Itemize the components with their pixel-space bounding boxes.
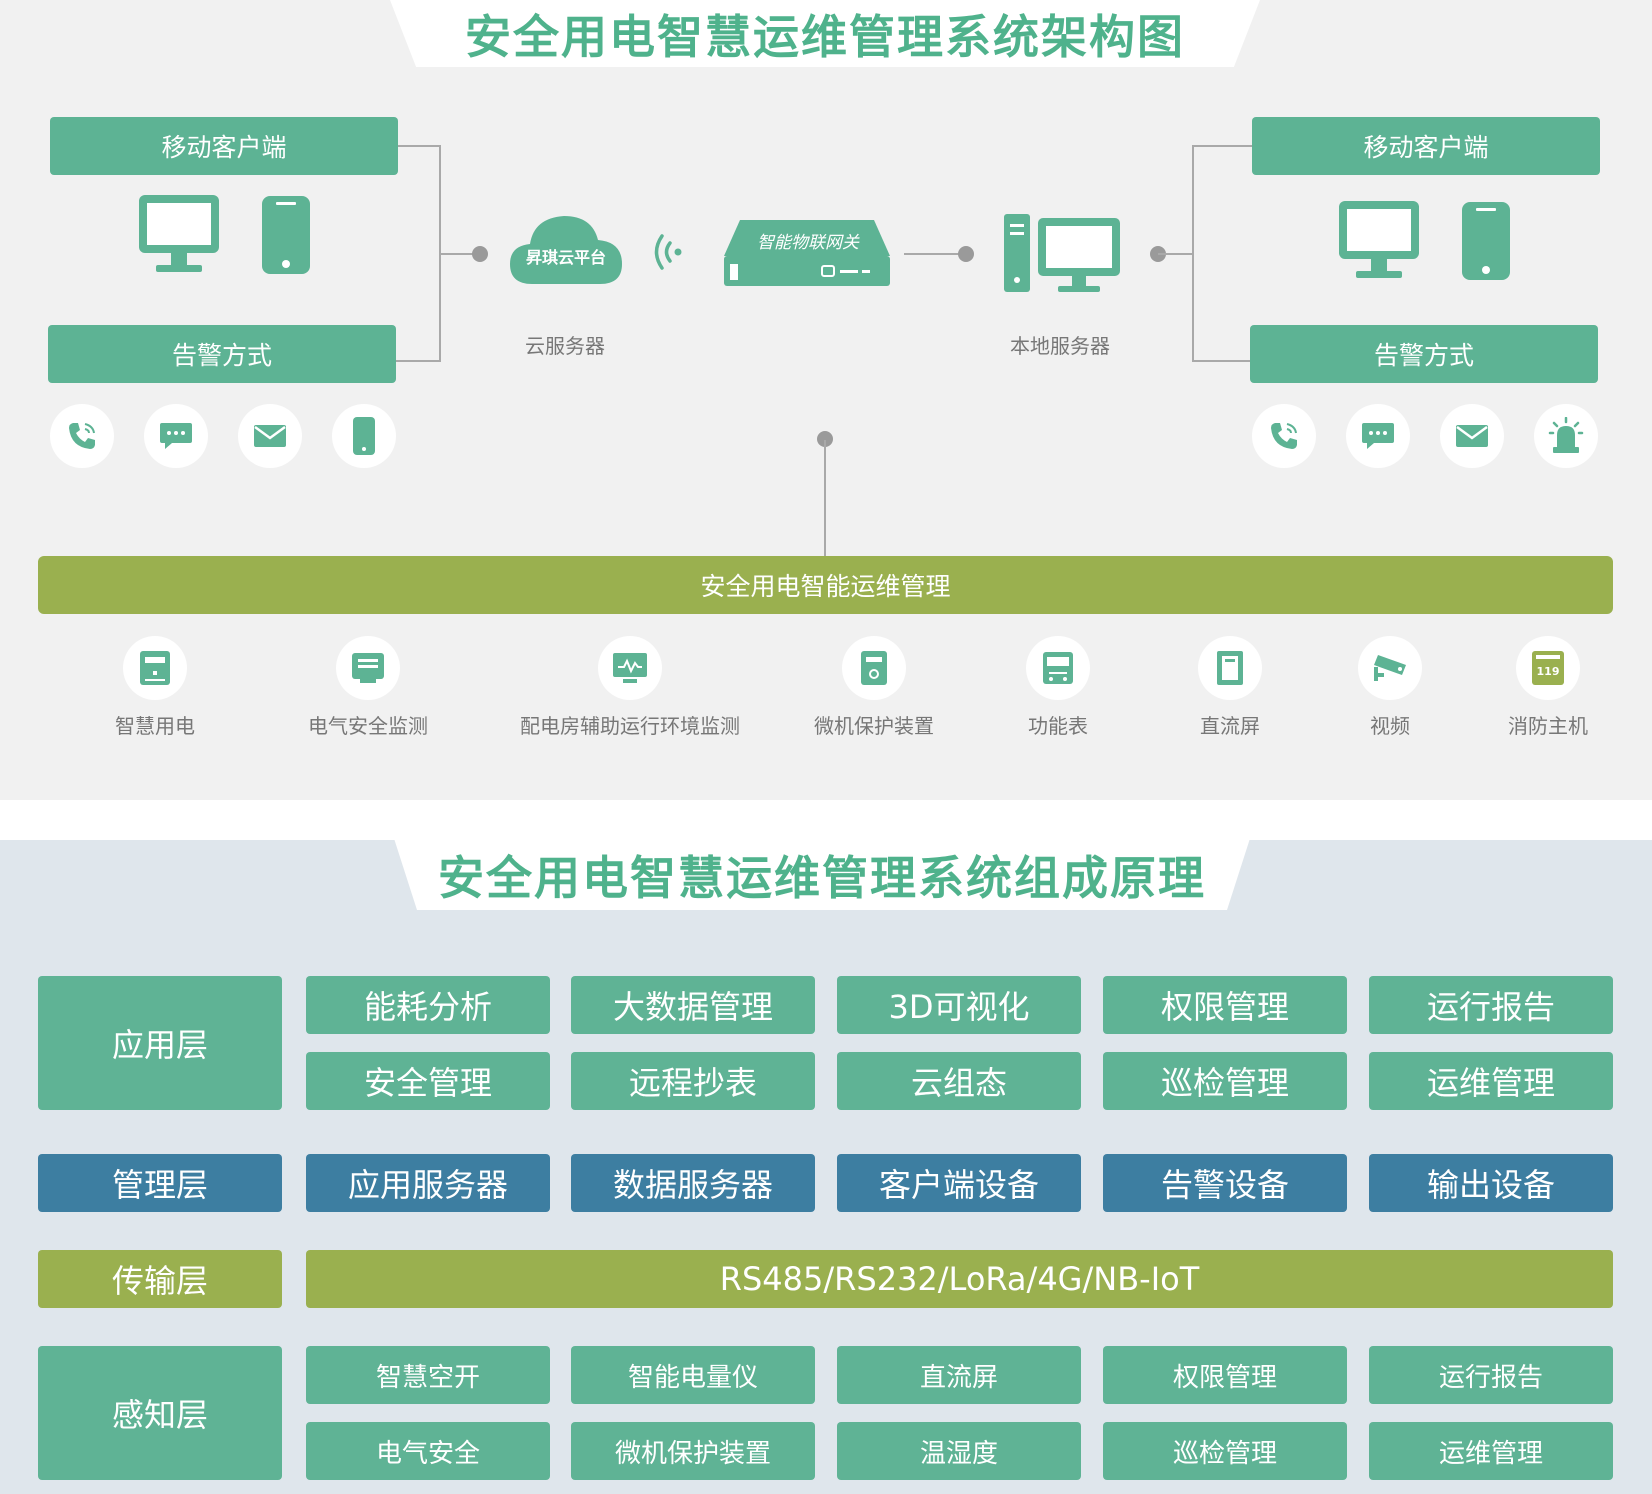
layer-cell: 智能电量仪: [571, 1346, 815, 1404]
device-label: 直流屏: [1200, 714, 1260, 738]
device-label: 智慧用电: [115, 714, 195, 738]
device-environment-monitor: 配电房辅助运行环境监测: [490, 636, 770, 739]
connector-line: [1192, 145, 1252, 147]
fire-host-icon: 119: [1516, 636, 1580, 700]
sms-icon: [144, 404, 208, 468]
layer-cell: 云组态: [837, 1052, 1081, 1110]
mail-icon: [238, 404, 302, 468]
layer-cell: 告警设备: [1103, 1154, 1347, 1212]
connector-line: [1192, 360, 1252, 362]
management-bar: 安全用电智能运维管理: [38, 556, 1613, 614]
smart-meter-icon: [123, 636, 187, 700]
environment-monitor-icon: [598, 636, 662, 700]
iot-gateway-icon: [724, 220, 890, 286]
device-label: 视频: [1370, 714, 1410, 738]
layer-cell: 数据服务器: [571, 1154, 815, 1212]
device-label: 功能表: [1028, 714, 1088, 738]
left-mobile-client-bar: 移动客户端: [50, 117, 398, 175]
device-electrical-safety-monitor: 电气安全监测: [268, 636, 468, 739]
device-label: 消防主机: [1508, 714, 1588, 738]
phone-icon: [50, 404, 114, 468]
layer-cell: 大数据管理: [571, 976, 815, 1034]
connector-dot: [958, 246, 974, 262]
smartphone-icon: [1462, 202, 1510, 280]
device-fire-host: 119 消防主机: [1448, 636, 1648, 739]
composition-title: 安全用电智慧运维管理系统组成原理: [394, 840, 1250, 910]
layer-label: 应用层: [38, 976, 282, 1110]
local-server-caption: 本地服务器: [1010, 334, 1110, 358]
mobile-icon: [332, 404, 396, 468]
layer-label: 管理层: [38, 1154, 282, 1212]
connector-line: [1158, 253, 1194, 255]
local-server-icon: [1004, 214, 1120, 292]
protection-device-icon: [842, 636, 906, 700]
device-label: 微机保护装置: [814, 714, 934, 738]
left-alarm-method-bar: 告警方式: [48, 325, 396, 383]
layer-cell: 巡检管理: [1103, 1422, 1347, 1480]
layer-cell: 电气安全: [306, 1422, 550, 1480]
layer-cell: 3D可视化: [837, 976, 1081, 1034]
layer-cell: 巡检管理: [1103, 1052, 1347, 1110]
layer-cell: 微机保护装置: [571, 1422, 815, 1480]
connector-dot: [817, 431, 833, 447]
desktop-monitor-icon: [1339, 201, 1419, 278]
layer-label: 感知层: [38, 1346, 282, 1480]
connector-line: [824, 440, 826, 556]
device-function-meter: 功能表: [958, 636, 1158, 739]
svg-text:119: 119: [1537, 665, 1560, 678]
desktop-monitor-icon: [139, 195, 219, 272]
phone-icon: [1252, 404, 1316, 468]
alarm-light-icon: [1534, 404, 1598, 468]
connector-line: [904, 253, 966, 255]
function-meter-icon: [1026, 636, 1090, 700]
layer-cell: 运维管理: [1369, 1052, 1613, 1110]
device-dc-panel: 直流屏: [1130, 636, 1330, 739]
cloud-server-caption: 云服务器: [525, 334, 605, 358]
layer-cell: 权限管理: [1103, 1346, 1347, 1404]
layer-cell: 输出设备: [1369, 1154, 1613, 1212]
layer-cell: 远程抄表: [571, 1052, 815, 1110]
layer-cell: 安全管理: [306, 1052, 550, 1110]
layer-cell: 应用服务器: [306, 1154, 550, 1212]
layer-label: 传输层: [38, 1250, 282, 1308]
camera-icon: [1358, 636, 1422, 700]
right-alarm-method-bar: 告警方式: [1250, 325, 1598, 383]
layer-cell: 客户端设备: [837, 1154, 1081, 1212]
right-mobile-client-bar: 移动客户端: [1252, 117, 1600, 175]
cloud-icon: [510, 216, 622, 284]
device-video: 视频: [1290, 636, 1490, 739]
wireless-signal-icon: [654, 234, 682, 270]
device-label: 配电房辅助运行环境监测: [520, 714, 740, 738]
safety-monitor-icon: [336, 636, 400, 700]
connector-line: [440, 253, 480, 255]
connector-line: [398, 145, 440, 147]
device-protection-unit: 微机保护装置: [774, 636, 974, 739]
layer-cell: 运行报告: [1369, 1346, 1613, 1404]
mail-icon: [1440, 404, 1504, 468]
device-smart-electricity: 智慧用电: [55, 636, 255, 739]
protocol-bar: RS485/RS232/LoRa/4G/NB-IoT: [306, 1250, 1613, 1308]
dc-panel-icon: [1198, 636, 1262, 700]
layer-cell: 智慧空开: [306, 1346, 550, 1404]
layer-cell: 运维管理: [1369, 1422, 1613, 1480]
connector-line: [396, 360, 440, 362]
smartphone-icon: [262, 196, 310, 274]
cloud-platform-badge: 昇琪云平台: [525, 248, 606, 267]
layer-cell: 能耗分析: [306, 976, 550, 1034]
layer-cell: 运行报告: [1369, 976, 1613, 1034]
connector-dot: [472, 246, 488, 262]
layer-cell: 权限管理: [1103, 976, 1347, 1034]
sms-icon: [1346, 404, 1410, 468]
layer-cell: 温湿度: [837, 1422, 1081, 1480]
gateway-badge: 智能物联网关: [757, 233, 859, 253]
layer-cell: 直流屏: [837, 1346, 1081, 1404]
device-label: 电气安全监测: [308, 714, 428, 738]
connector-line: [1192, 145, 1194, 362]
architecture-title: 安全用电智慧运维管理系统架构图: [390, 0, 1260, 67]
